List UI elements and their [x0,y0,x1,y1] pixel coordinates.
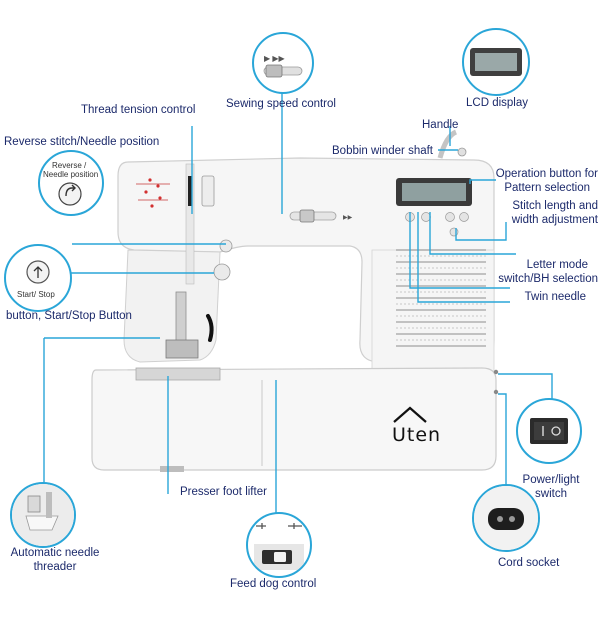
label-presser-foot: Presser foot lifter [180,486,267,498]
label-letter-mode-1: Letter mode [526,259,588,271]
start-stop-callout-label: Start/ Stop [17,290,55,299]
reverse-stitch-callout: Reverse / Needle position [38,150,104,216]
label-operation-button-1: Operation button for [495,168,598,180]
speed-control-callout: ▶ ▶▶ [252,32,314,94]
svg-text:▶▶: ▶▶ [343,215,353,221]
label-twin-needle: Twin needle [524,291,586,303]
reverse-callout-label-2: Needle position [43,170,99,179]
label-power-light-1: Power/light [522,474,580,486]
label-stitch-length-1: Stitch length and [512,200,598,212]
machine-body: ▶▶ [91,129,499,472]
label-stitch-length-2: width adjustment [511,214,598,226]
label-power-light-2: switch [535,488,567,500]
brand-logo: Uten [392,424,442,446]
label-feed-dog: Feed dog control [230,578,317,590]
feed-dog-switch-icon [254,523,304,570]
power-switch-callout [516,398,582,464]
label-start-stop-button: button, Start/Stop Button [6,310,132,322]
label-cord-socket: Cord socket [498,557,560,569]
reverse-callout-label-1: Reverse / [52,161,87,170]
label-auto-threader-1: Automatic needle [10,547,100,559]
needle-threader-icon [12,484,74,546]
cord-socket-icon [474,486,538,550]
label-reverse-needle: Reverse stitch/Needle position [4,136,160,148]
label-operation-button-2: Pattern selection [504,182,590,194]
label-letter-mode-2: switch/BH selection [498,273,598,285]
lcd-display-callout [462,28,530,96]
label-thread-tension: Thread tension control [81,104,196,116]
svg-text:▶ ▶▶: ▶ ▶▶ [264,54,286,63]
callout-lines [43,86,553,516]
start-stop-icon [26,260,50,284]
speed-slider-icon: ▶ ▶▶ [263,54,303,78]
auto-threader-callout [10,482,76,548]
label-handle: Handle [422,119,459,131]
label-bobbin-winder: Bobbin winder shaft [332,145,434,157]
lcd-screen-icon [470,48,522,76]
cord-socket-callout [472,484,540,552]
feed-dog-callout [246,512,312,578]
start-stop-callout: Start/ Stop [4,244,72,312]
rocker-switch-icon [530,418,568,444]
label-auto-threader-2: threader [33,561,77,573]
label-lcd-display: LCD display [466,97,528,109]
reverse-button-icon [58,182,82,206]
label-sewing-speed: Sewing speed control [226,98,336,110]
